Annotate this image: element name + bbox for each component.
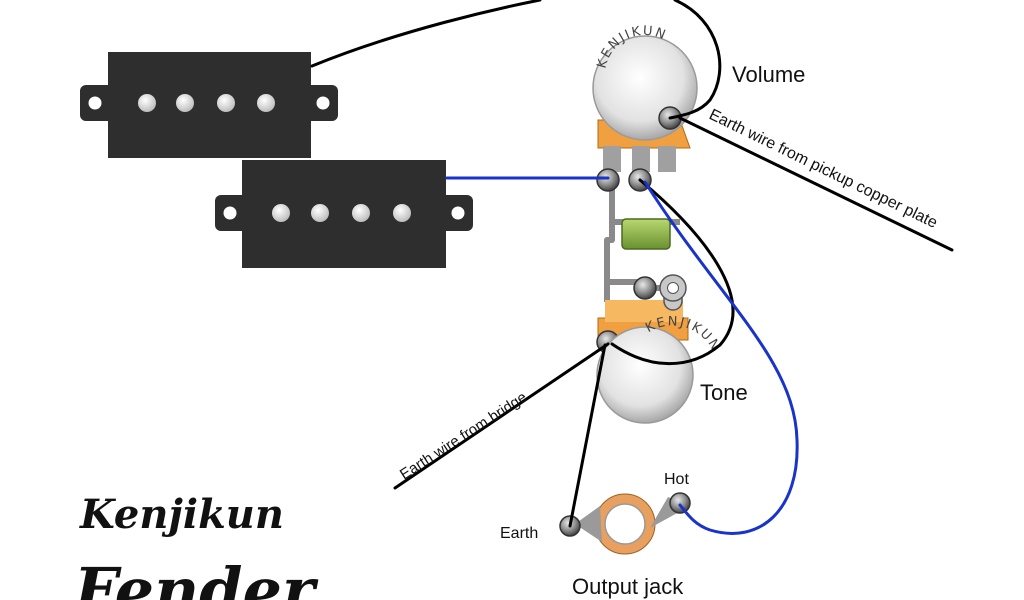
hot-label: Hot [664,471,689,488]
volume-label: Volume [732,62,805,87]
jack-hot-lug [669,492,691,514]
pickup-lower [215,160,473,268]
wire-earth-pickup-plate [678,116,954,252]
wire-tone-to-jack-earth [568,343,607,528]
earth-bridge-label: Earth wire from bridge [397,389,530,484]
wire-volume-to-tone [610,178,735,366]
wire-volume-to-jack-hot [643,180,799,535]
wire-earth-bridge [393,342,610,490]
tone-lug-middle [633,276,657,300]
fender-logo: Fender [72,554,319,600]
tone-label: Tone [700,380,748,405]
output-jack-label: Output jack [572,574,684,599]
volume-lug-left [596,168,620,192]
black-wires [310,0,954,528]
earth-pickup-plate-label: Earth wire from pickup copper plate [706,106,940,232]
tone-lug-right [659,274,687,311]
blue-wires [445,176,799,535]
capacitor [621,218,671,250]
tone-knob [596,326,694,424]
output-jack [575,493,690,555]
kenjikun-signature: Kenjikun [79,491,284,538]
volume-pot-lugs-gray [603,146,676,172]
pickup-upper [80,52,338,158]
wire-pickup-to-volume [310,0,542,68]
wire-volume-ground-loop [668,0,722,120]
earth-label: Earth [500,525,538,542]
